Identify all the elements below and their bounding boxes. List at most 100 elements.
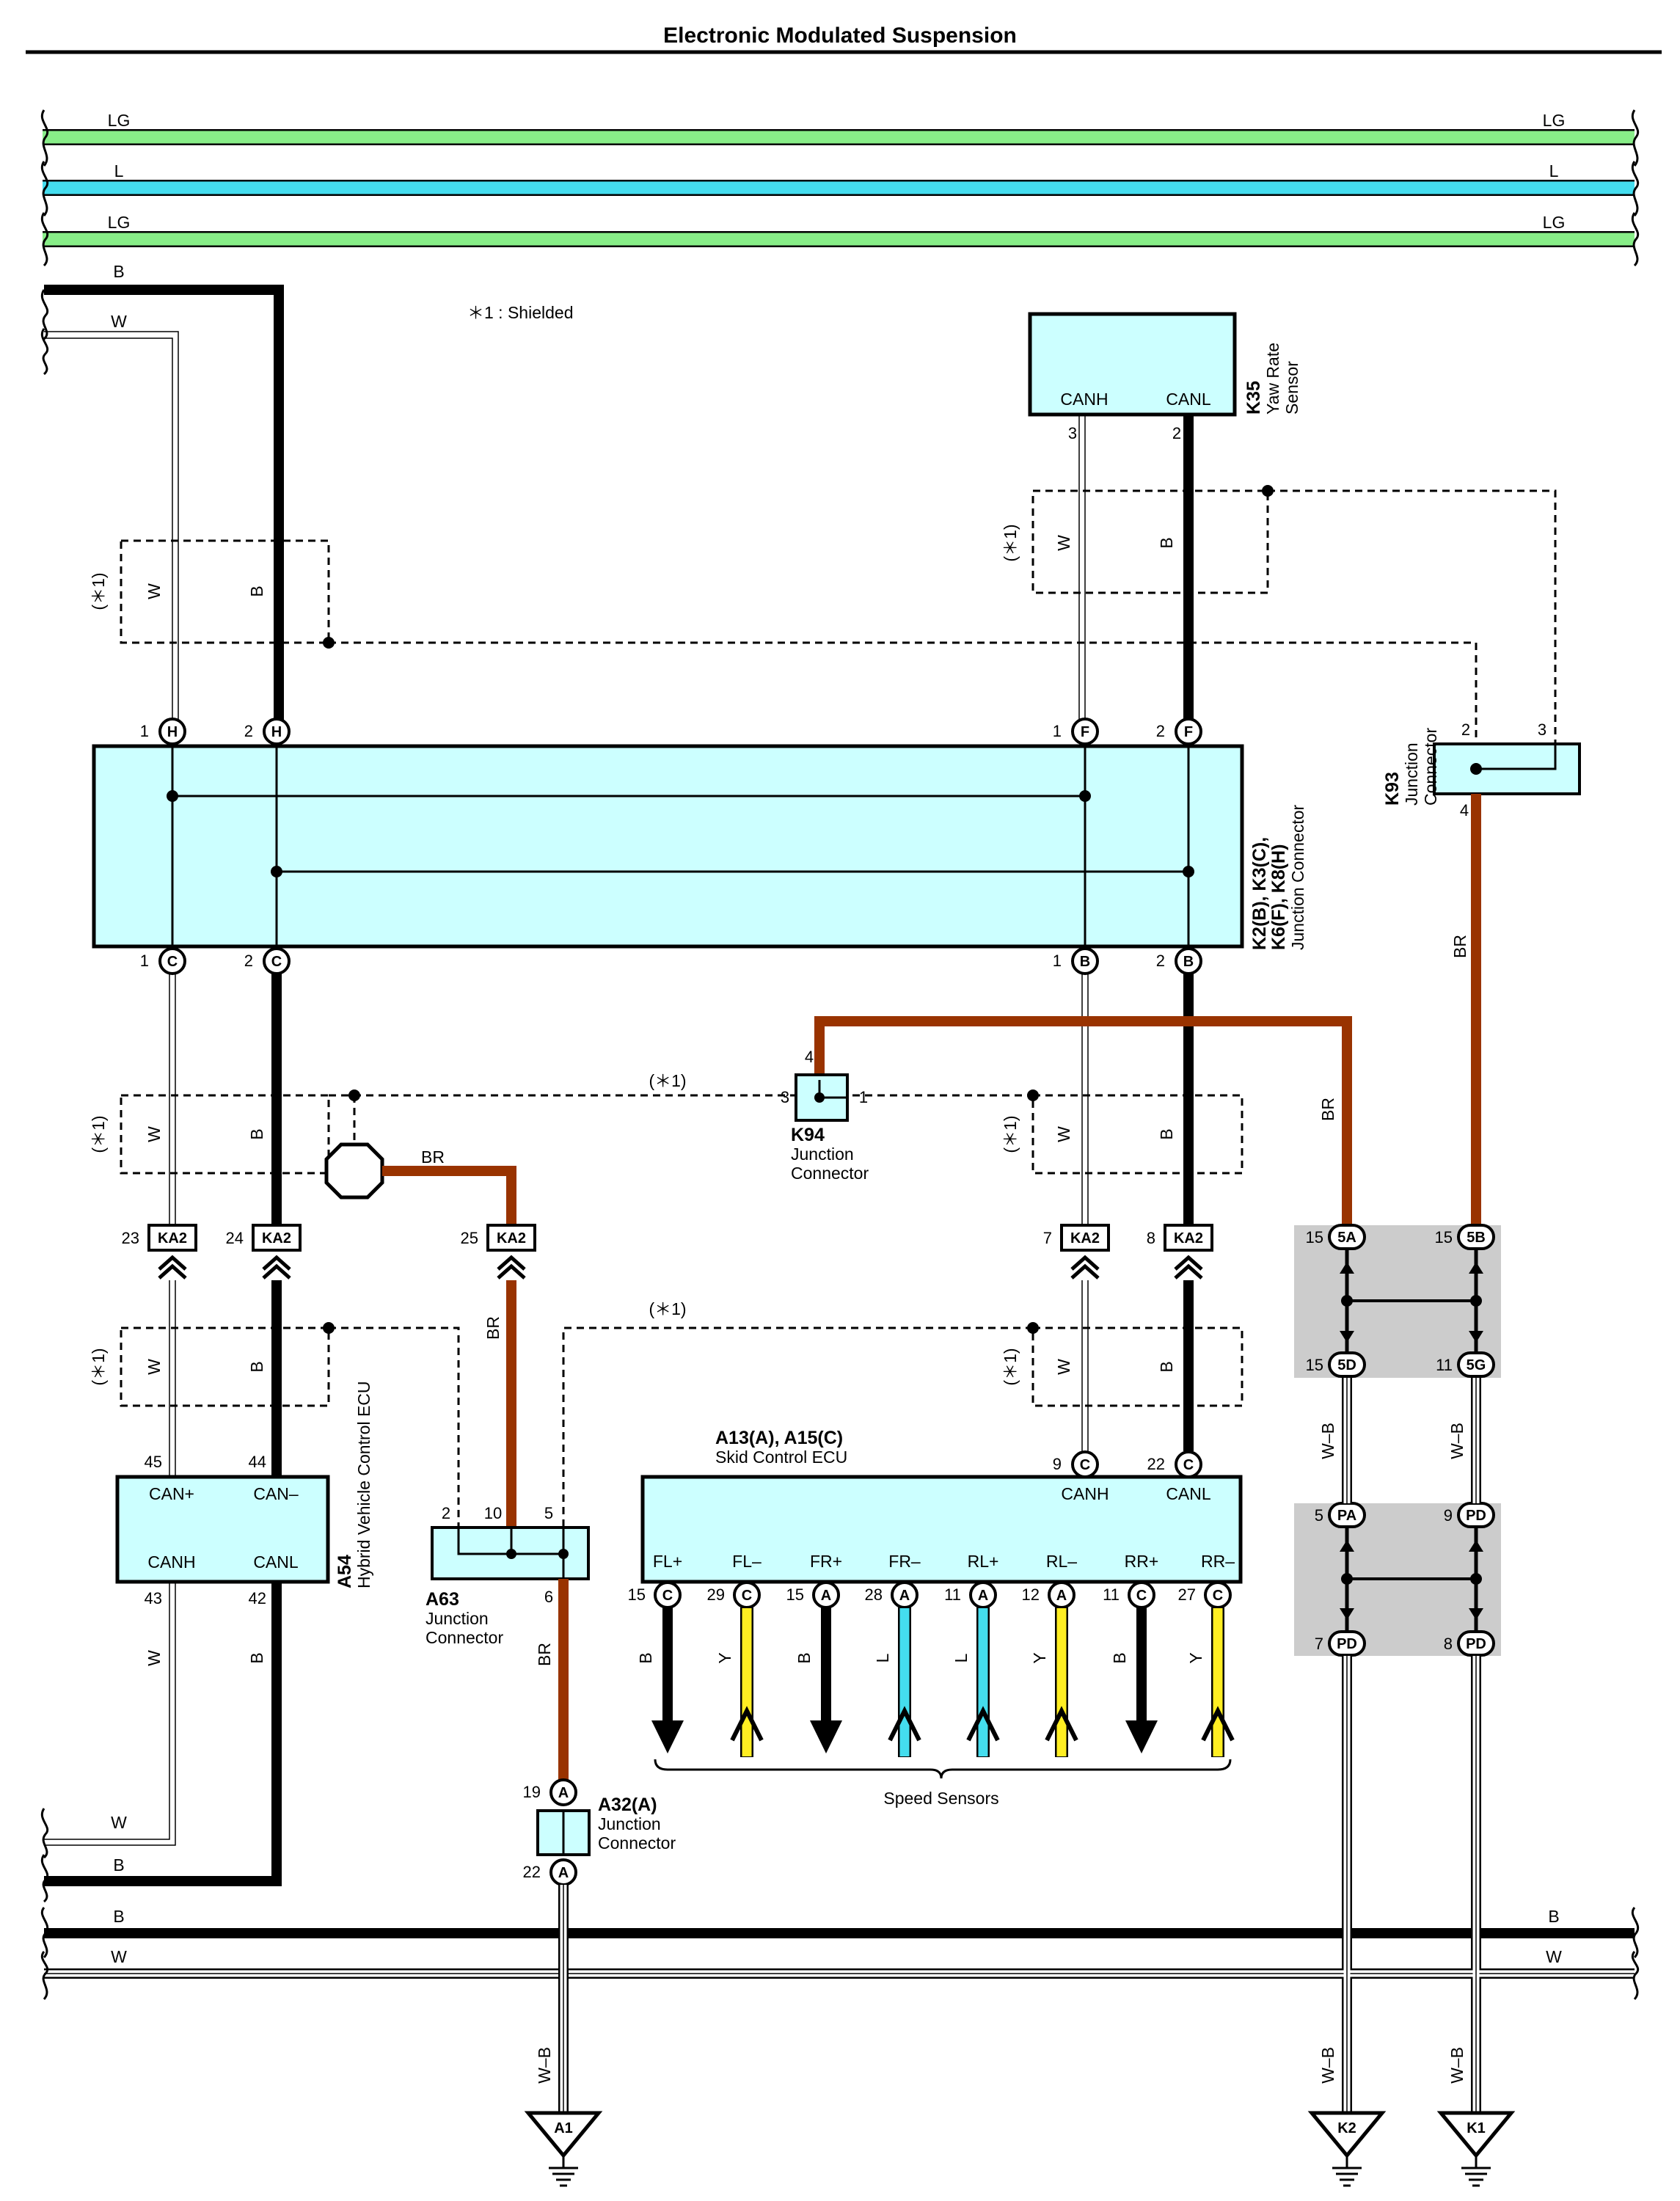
block1-internal [1340, 1247, 1483, 1354]
shield-drain-upper [329, 641, 1478, 763]
ka2-24-num: 24 [226, 1229, 244, 1247]
a63-wire-label: BR [535, 1643, 554, 1666]
a54-wire-label-w: W [145, 1650, 164, 1666]
k35-yaw-rate-sensor [1028, 312, 1237, 417]
jc-top-pin-num-4: 2 [1156, 722, 1165, 740]
skid-sensor-pin-id-7: C [1213, 1588, 1223, 1604]
ground-a1 [524, 2111, 603, 2187]
top-bus-label-3-right: LG [1543, 213, 1566, 232]
ka2-25-num: 25 [461, 1229, 478, 1247]
skid-sensor-pin-num-1: 29 [707, 1585, 725, 1604]
wire-label-w-5: W [145, 1359, 164, 1375]
jc-bottom-pin-num-4: 2 [1156, 952, 1165, 970]
shield-box-mid-left [120, 1094, 330, 1175]
k94-pin-4: 4 [805, 1048, 814, 1066]
shield-label-mid: (＊1) [649, 1071, 686, 1090]
sensor-arrow-3 [888, 1706, 921, 1742]
k35-pin-name-canl: CANL [1166, 390, 1211, 409]
right-wb-wires [1342, 1378, 1481, 2113]
skid-pin-label-3: FR– [888, 1552, 921, 1571]
shield-junction-dot-2 [1262, 485, 1274, 497]
a32-pin-19-num: 19 [523, 1783, 541, 1801]
left-out-label-w: W [111, 1813, 127, 1832]
jc-bottom-pin-id-3: B [1080, 954, 1090, 970]
k93-name-1: Junction [1402, 742, 1421, 806]
k94-br-wire [814, 1016, 1352, 1225]
block2-pin-pd-8-num: 8 [1444, 1635, 1453, 1653]
jc-top-pins [158, 718, 1202, 745]
shield-junction-dot [323, 637, 335, 649]
a32-name-1: Junction [598, 1814, 661, 1833]
block1-pin-5a-id: 5A [1337, 1230, 1356, 1246]
skid-can-pin-9-num: 9 [1053, 1455, 1062, 1473]
sensor-arrow-1 [730, 1706, 764, 1742]
a63-dot-1 [506, 1549, 516, 1559]
sensor-arrow-7 [1201, 1706, 1235, 1742]
skid-label-canh: CANH [1061, 1484, 1109, 1503]
skid-control-ecu [640, 1475, 1243, 1584]
k35-code: K35 [1243, 381, 1264, 415]
skid-pin-label-4: RL+ [968, 1552, 999, 1571]
sensor-arrow-0 [651, 1720, 684, 1753]
a32-name-2: Connector [598, 1833, 676, 1853]
sensor-wire-label-4: L [952, 1653, 971, 1662]
a54-code: A54 [335, 1555, 355, 1588]
sensor-wire-label-6: B [1110, 1652, 1129, 1663]
skid-sensor-pin-num-4: 11 [944, 1585, 961, 1604]
bottom-bus-label-b-right: B [1548, 1907, 1559, 1926]
a54-label-canl: CANL [253, 1552, 299, 1572]
skid-pin-label-2: FR+ [810, 1552, 842, 1571]
block1-pin-5d-id: 5D [1337, 1357, 1356, 1373]
block1-pin-5a-num: 15 [1306, 1228, 1323, 1246]
sensor-wire-label-0: B [636, 1652, 655, 1663]
wire-label-b-4: B [1157, 1128, 1176, 1139]
shield-box-mid-right [1031, 1094, 1243, 1175]
ka2-8-num: 8 [1147, 1229, 1155, 1247]
jc-bottom-pin-num-1: 1 [140, 952, 149, 970]
k94-name-2: Connector [791, 1164, 869, 1183]
a32-code: A32(A) [598, 1795, 657, 1815]
jc-bottom-pin-num-2: 2 [244, 952, 253, 970]
wb-label-2: W–B [1447, 1423, 1467, 1459]
ka2-23-id: KA2 [158, 1230, 187, 1246]
a63-code: A63 [426, 1589, 459, 1610]
wire-label-b-5: B [247, 1361, 266, 1372]
shield-ground-splice [324, 1142, 384, 1200]
skid-sensor-pin-num-5: 12 [1022, 1585, 1040, 1604]
ground-a1-label: A1 [554, 2120, 573, 2136]
a32-pin-19-id: A [558, 1785, 569, 1801]
left-incoming-wires [41, 285, 284, 726]
shield-box-upper-right [1031, 489, 1269, 594]
block2-pin-pa-num: 5 [1315, 1506, 1323, 1525]
bottom-bus-label-w: W [111, 1947, 127, 1966]
k93-dot [1470, 763, 1482, 775]
k94-br-label: BR [1318, 1098, 1337, 1121]
skid-sensor-pin-id-0: C [662, 1588, 673, 1604]
skid-can-pin-9 [1071, 1450, 1099, 1478]
sensor-arrow-5 [1045, 1706, 1078, 1742]
top-bus-label-2-right: L [1549, 161, 1559, 180]
jc-bottom-pin-id-1: C [167, 954, 178, 970]
a54-name: Hybrid Vehicle Control ECU [354, 1381, 373, 1588]
a54-output-wires [41, 1582, 282, 1903]
a63-pin-6: 6 [544, 1588, 553, 1606]
k93-code: K93 [1382, 772, 1403, 806]
skid-sensor-pin-id-1: C [742, 1588, 752, 1604]
top-bus-label-2: L [114, 161, 124, 180]
skid-sensor-pin-num-7: 27 [1178, 1585, 1196, 1604]
a32-pin-22-id: A [558, 1865, 569, 1881]
jc-name: Junction Connector [1288, 804, 1307, 950]
sensor-arrow-6 [1125, 1720, 1158, 1753]
skid-sensor-pin-id-5: A [1056, 1588, 1067, 1604]
wb-label-1: W–B [1318, 1423, 1337, 1459]
jc-top-pin-id-2: H [271, 724, 282, 740]
shield-mid-dot-2 [1027, 1089, 1039, 1101]
a63-name-2: Connector [426, 1628, 503, 1647]
speed-sensors-label: Speed Sensors [883, 1789, 998, 1808]
shield-label-3: (＊1) [89, 1115, 108, 1153]
block1-pin-5g-id: 5G [1467, 1357, 1486, 1373]
jc-top-pin-id-1: H [167, 724, 178, 740]
ka2-connectors [147, 1224, 1213, 1252]
